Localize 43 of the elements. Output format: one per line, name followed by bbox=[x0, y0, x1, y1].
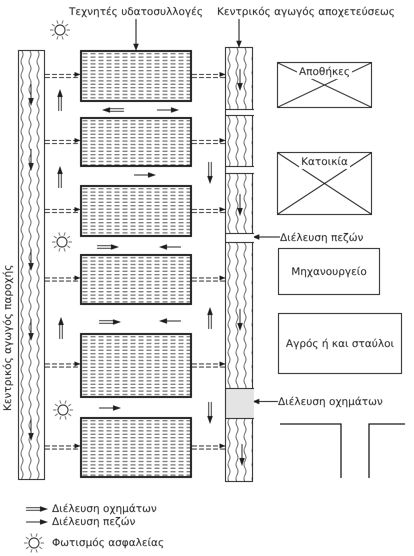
pipe bbox=[44, 275, 81, 282]
pipe bbox=[192, 275, 226, 282]
water-channel bbox=[225, 47, 253, 482]
pond bbox=[80, 117, 192, 167]
leader-line bbox=[236, 18, 242, 48]
leader-line bbox=[252, 398, 278, 404]
callout-label: Διέλευση πεζών bbox=[280, 232, 364, 244]
building-label: Μηχανουργείο bbox=[289, 264, 369, 278]
pipe bbox=[44, 72, 81, 78]
footbridge bbox=[226, 109, 254, 116]
callout-label: Διέλευση οχημάτων bbox=[278, 396, 383, 408]
footbridge bbox=[226, 166, 254, 174]
pipe bbox=[192, 361, 226, 368]
pond bbox=[80, 254, 192, 305]
pipe bbox=[44, 361, 81, 368]
pond bbox=[80, 333, 192, 398]
building-label: Αγρός ή και σταύλοι bbox=[284, 336, 396, 350]
legend-label: Φωτισμός ασφαλείας bbox=[52, 537, 164, 549]
building-label: Κατοικία bbox=[299, 155, 350, 169]
callout-label: Κεντρικός αγωγός αποχετεύσεως bbox=[217, 6, 395, 18]
vehicle-crossing bbox=[226, 388, 254, 419]
pond bbox=[80, 185, 192, 237]
pond bbox=[80, 417, 192, 478]
building-box bbox=[278, 313, 402, 374]
callout-label: Τεχνητές υδατοσυλλογές bbox=[69, 6, 203, 18]
footbridge bbox=[226, 233, 254, 243]
channel-label: Κεντρικός αγωγός παροχής bbox=[2, 264, 14, 411]
building-box bbox=[278, 248, 380, 295]
pipe bbox=[44, 138, 81, 144]
pipe bbox=[192, 443, 226, 450]
crossed-building-box bbox=[277, 152, 372, 215]
crossed-building-box bbox=[277, 62, 372, 108]
pipe bbox=[44, 443, 81, 450]
leader-line bbox=[252, 234, 280, 240]
pipe bbox=[44, 206, 81, 214]
pipe bbox=[192, 138, 226, 144]
pipe bbox=[192, 206, 226, 214]
leader-line bbox=[133, 18, 139, 51]
pond bbox=[80, 50, 192, 102]
legend-label: Διέλευση οχημάτων bbox=[52, 503, 157, 515]
building-label: Αποθήκες bbox=[296, 65, 352, 79]
legend-label: Διέλευση πεζών bbox=[52, 516, 136, 528]
pipe bbox=[192, 72, 226, 78]
